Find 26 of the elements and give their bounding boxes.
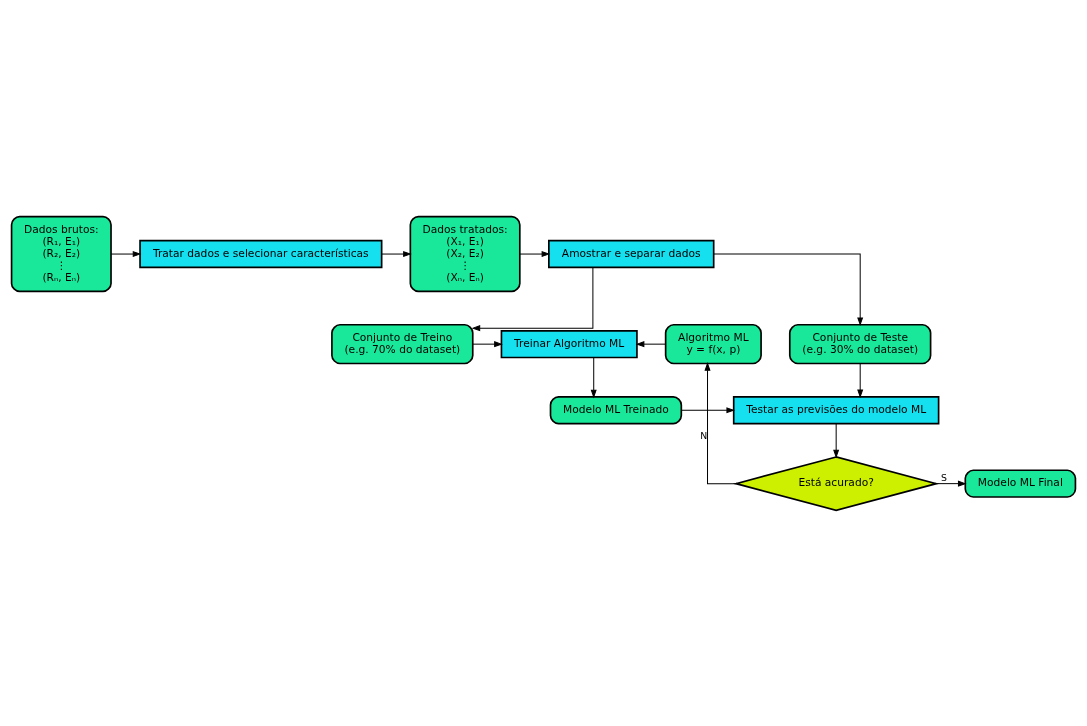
- arrow: [636, 340, 667, 347]
- arrow: [935, 480, 966, 486]
- arrow: [472, 340, 502, 347]
- node-box: Modelo ML Treinado: [549, 395, 683, 424]
- edge-label: S: [941, 471, 948, 483]
- arrow: [381, 250, 411, 257]
- node-box: Modelo ML Final: [964, 468, 1077, 498]
- arrow: [472, 266, 594, 331]
- node-box: Testar as previsões do modelo ML: [732, 395, 940, 424]
- node-box: Tratar dados e selecionar características: [139, 239, 383, 268]
- node-box: Conjunto de Teste (e.g. 30% do dataset): [788, 323, 932, 364]
- edge-label: N: [700, 429, 708, 440]
- node-box: Algoritmo ML y = f(x, p): [664, 323, 762, 364]
- node-box: Dados tratados: (X₁, E₁) (X₂, E₂) ⋮ (Xₙ, Eₙ): [409, 215, 521, 292]
- node-box: Conjunto de Treino (e.g. 70% do dataset): [331, 323, 474, 364]
- arrow: [857, 362, 863, 397]
- arrow: [590, 356, 597, 397]
- arrow: [110, 250, 141, 257]
- arrow: [713, 253, 863, 325]
- arrow: [680, 406, 735, 413]
- arrow: [519, 250, 550, 257]
- arrow: [833, 422, 839, 457]
- arrow: [704, 362, 737, 484]
- node-box: Treinar Algoritmo ML: [500, 329, 638, 358]
- node-box: Amostrar e separar dados: [548, 239, 715, 268]
- node-box: Dados brutos: (R₁, E₁) (R₂, E₂) ⋮ (Rₙ, Eₙ): [10, 215, 112, 292]
